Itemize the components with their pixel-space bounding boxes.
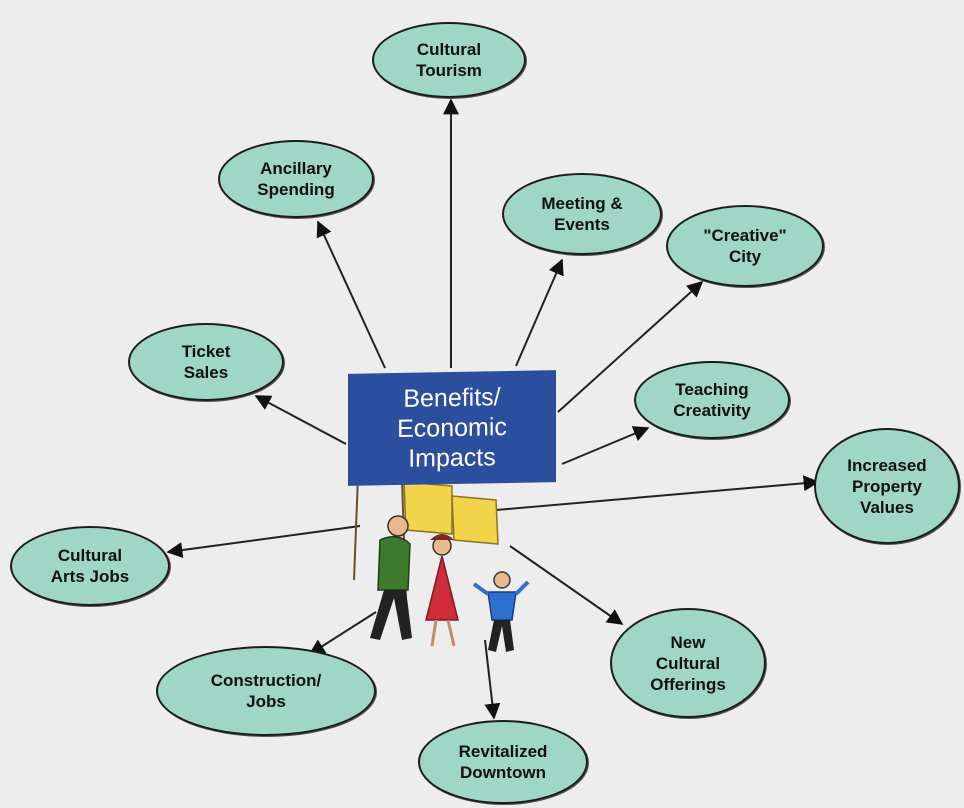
node-teaching-creativity: Teaching Creativity xyxy=(634,361,790,439)
node-increased-property-values: Increased Property Values xyxy=(814,428,960,544)
node-cultural-arts-jobs: Cultural Arts Jobs xyxy=(10,526,170,606)
node-meeting-events: Meeting & Events xyxy=(502,173,662,255)
arrow-revitalized-downtown xyxy=(484,639,501,720)
arrow-meeting-events xyxy=(515,258,564,367)
benefits-economic-impacts-banner: Benefits/ Economic Impacts xyxy=(348,370,556,486)
arrow-teaching-creativity xyxy=(561,426,650,465)
node-cultural-tourism: Cultural Tourism xyxy=(372,22,526,98)
node-new-cultural-offerings: New Cultural Offerings xyxy=(610,608,766,718)
arrow-construction-jobs xyxy=(308,611,377,655)
arrow-creative-city xyxy=(557,280,704,413)
arrow-ticket-sales xyxy=(254,395,347,445)
arrow-ancillary-spending xyxy=(316,220,386,369)
node-ticket-sales: Ticket Sales xyxy=(128,323,284,401)
people-carrying-flags-illustration xyxy=(353,475,530,652)
node-revitalized-downtown: Revitalized Downtown xyxy=(418,720,588,804)
arrow-new-cultural-offerings xyxy=(509,545,624,625)
node-ancillary-spending: Ancillary Spending xyxy=(218,140,374,218)
node-creative-city: "Creative" City xyxy=(666,205,824,287)
arrow-property-values xyxy=(495,475,820,511)
arrow-cultural-arts-jobs xyxy=(166,525,361,558)
node-construction-jobs: Construction/ Jobs xyxy=(156,646,376,736)
